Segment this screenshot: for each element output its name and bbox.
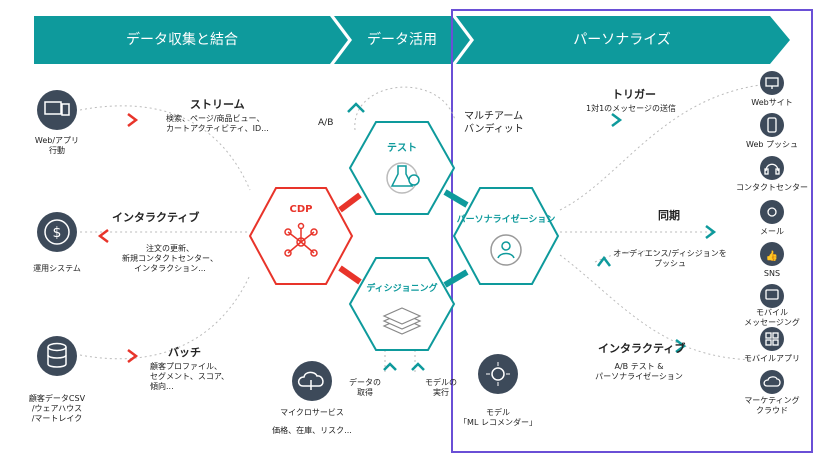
database-icon bbox=[37, 336, 77, 376]
channel-mail-label: メール bbox=[760, 227, 784, 236]
batch-title: バッチ bbox=[168, 346, 201, 359]
channel-mobile-app-label: モバイルアプリ bbox=[744, 354, 800, 363]
ab-label: A/B bbox=[318, 118, 334, 128]
bandit-label: マルチアーム バンディット bbox=[464, 111, 524, 135]
personalization-label: パーソナライゼーション bbox=[456, 215, 556, 225]
header-banner-1 bbox=[34, 16, 348, 64]
svg-text:$: $ bbox=[53, 225, 62, 241]
thumbs-up-icon bbox=[760, 242, 784, 266]
decision-hexagon bbox=[348, 257, 456, 351]
cloud-upload-icon bbox=[292, 361, 332, 401]
right-interactive-title: インタラクティブ bbox=[598, 342, 686, 355]
sync-desc: オーディエンス/ディシジョンを プッシュ bbox=[613, 249, 727, 268]
trigger-title: トリガー bbox=[612, 88, 656, 101]
header-section-1: データ収集と結合 bbox=[126, 32, 238, 48]
svg-text:👍: 👍 bbox=[766, 249, 778, 262]
channel-mkt-cloud-label: マーケティング クラウド bbox=[744, 396, 800, 415]
ml-model-icon bbox=[478, 354, 518, 394]
interactive-title: インタラクティブ bbox=[112, 211, 200, 224]
header-banner-2 bbox=[334, 16, 470, 64]
flask-icon bbox=[386, 162, 420, 194]
data-fetch-label: データの 取得 bbox=[349, 378, 381, 397]
stream-desc: 検索、ページ/商品ビュー、 カートアクティビティ、ID... bbox=[166, 114, 269, 133]
model-label: モデル 「ML レコメンダー」 bbox=[459, 408, 537, 427]
interactive-desc: 注文の更新、 新規コンタクトセンター、 インタラクション... bbox=[122, 244, 218, 273]
channel-website-label: Webサイト bbox=[751, 98, 793, 107]
user-cycle-icon bbox=[490, 234, 522, 266]
monitor-icon bbox=[760, 71, 784, 95]
cloud-icon bbox=[760, 370, 784, 394]
headset-icon bbox=[760, 156, 784, 180]
decision-label: ディシジョニング bbox=[366, 284, 438, 294]
batch-desc: 顧客プロファイル、 セグメント、スコア、 傾向... bbox=[150, 362, 230, 391]
sync-title: 同期 bbox=[658, 209, 680, 222]
header-section-3: パーソナライズ bbox=[573, 32, 671, 48]
stream-title: ストリーム bbox=[190, 98, 245, 111]
grid-icon bbox=[760, 327, 784, 351]
source-web-label: Web/アプリ 行動 bbox=[34, 136, 80, 155]
header-banner-3 bbox=[456, 16, 790, 64]
chat-icon bbox=[760, 284, 784, 308]
test-hexagon bbox=[348, 121, 456, 215]
right-interactive-desc: A/B テスト & パーソナライゼーション bbox=[595, 362, 683, 381]
at-icon bbox=[760, 200, 784, 224]
layers-icon bbox=[382, 307, 422, 335]
test-label: テスト bbox=[387, 143, 417, 154]
microservice-desc: 価格、在庫、リスク... bbox=[272, 426, 352, 435]
trigger-desc: 1対1のメッセージの送信 bbox=[586, 104, 677, 113]
header-section-2: データ活用 bbox=[367, 32, 437, 48]
device-icon bbox=[37, 90, 77, 130]
channel-contact-label: コンタクトセンター bbox=[736, 183, 808, 192]
model-exec-label: モデルの 実行 bbox=[425, 378, 457, 397]
phone-icon bbox=[760, 113, 784, 137]
personalization-hexagon bbox=[452, 187, 560, 285]
channel-sns-label: SNS bbox=[763, 269, 781, 278]
source-db-label: 顧客データCSV /ウェアハウス /マートレイク bbox=[28, 394, 86, 423]
network-icon bbox=[284, 222, 318, 257]
personalize-frame bbox=[451, 9, 813, 453]
dollar-icon bbox=[37, 212, 77, 252]
microservice-label: マイクロサービス bbox=[280, 408, 344, 417]
source-ops-label: 運用システム bbox=[33, 264, 81, 273]
channel-mobile-msg-label: モバイル メッセージング bbox=[744, 308, 800, 327]
cdp-label: CDP bbox=[289, 204, 313, 215]
channel-webpush-label: Web プッシュ bbox=[746, 140, 798, 149]
